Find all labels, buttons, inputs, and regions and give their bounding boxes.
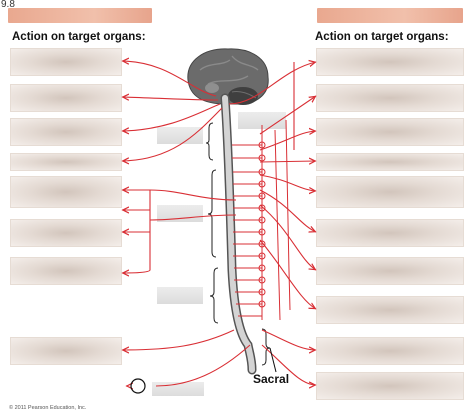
sacral-brace — [261, 328, 271, 366]
right-answer-box-1[interactable] — [316, 48, 464, 76]
left-column-title: Action on target organs: — [12, 31, 146, 43]
right-header-answer-bar[interactable] — [317, 8, 463, 23]
right-answer-box-2[interactable] — [316, 84, 464, 112]
brain-icon — [187, 48, 269, 105]
left-nerve-pathways — [122, 61, 251, 386]
left-answer-box-1[interactable] — [10, 48, 122, 76]
copyright-notice: © 2011 Pearson Education, Inc. — [9, 405, 87, 411]
sacral-pointer — [269, 347, 277, 373]
left-header-answer-bar[interactable] — [8, 8, 152, 23]
left-answer-box-3[interactable] — [10, 118, 122, 146]
left-answer-box-7[interactable] — [10, 257, 122, 285]
lumbar-brace — [209, 267, 219, 324]
spinal-cord — [220, 93, 257, 375]
sacral-label: Sacral — [253, 372, 290, 386]
right-answer-box-6[interactable] — [316, 219, 464, 247]
right-answer-box-3[interactable] — [316, 118, 464, 146]
left-answer-box-6[interactable] — [10, 219, 122, 247]
cervical-region-answer-box[interactable] — [157, 127, 203, 144]
sympathetic-chain — [232, 119, 291, 321]
right-answer-box-7[interactable] — [316, 257, 464, 285]
thoracic-brace — [207, 169, 217, 258]
right-answer-box-9[interactable] — [316, 337, 464, 365]
right-column-title: Action on target organs: — [315, 31, 449, 43]
figure-number: 9.8 — [1, 0, 15, 10]
lumbar-region-answer-box[interactable] — [157, 287, 203, 304]
right-answer-box-10[interactable] — [316, 372, 464, 400]
left-answer-box-2[interactable] — [10, 84, 122, 112]
ganglion-circle — [130, 378, 146, 394]
right-answer-box-5[interactable] — [316, 176, 464, 208]
right-nerve-pathways — [228, 62, 316, 385]
cervical-brace — [205, 122, 214, 161]
right-answer-box-8[interactable] — [316, 296, 464, 324]
left-answer-box-5[interactable] — [10, 176, 122, 208]
left-answer-box-8[interactable] — [10, 337, 122, 365]
